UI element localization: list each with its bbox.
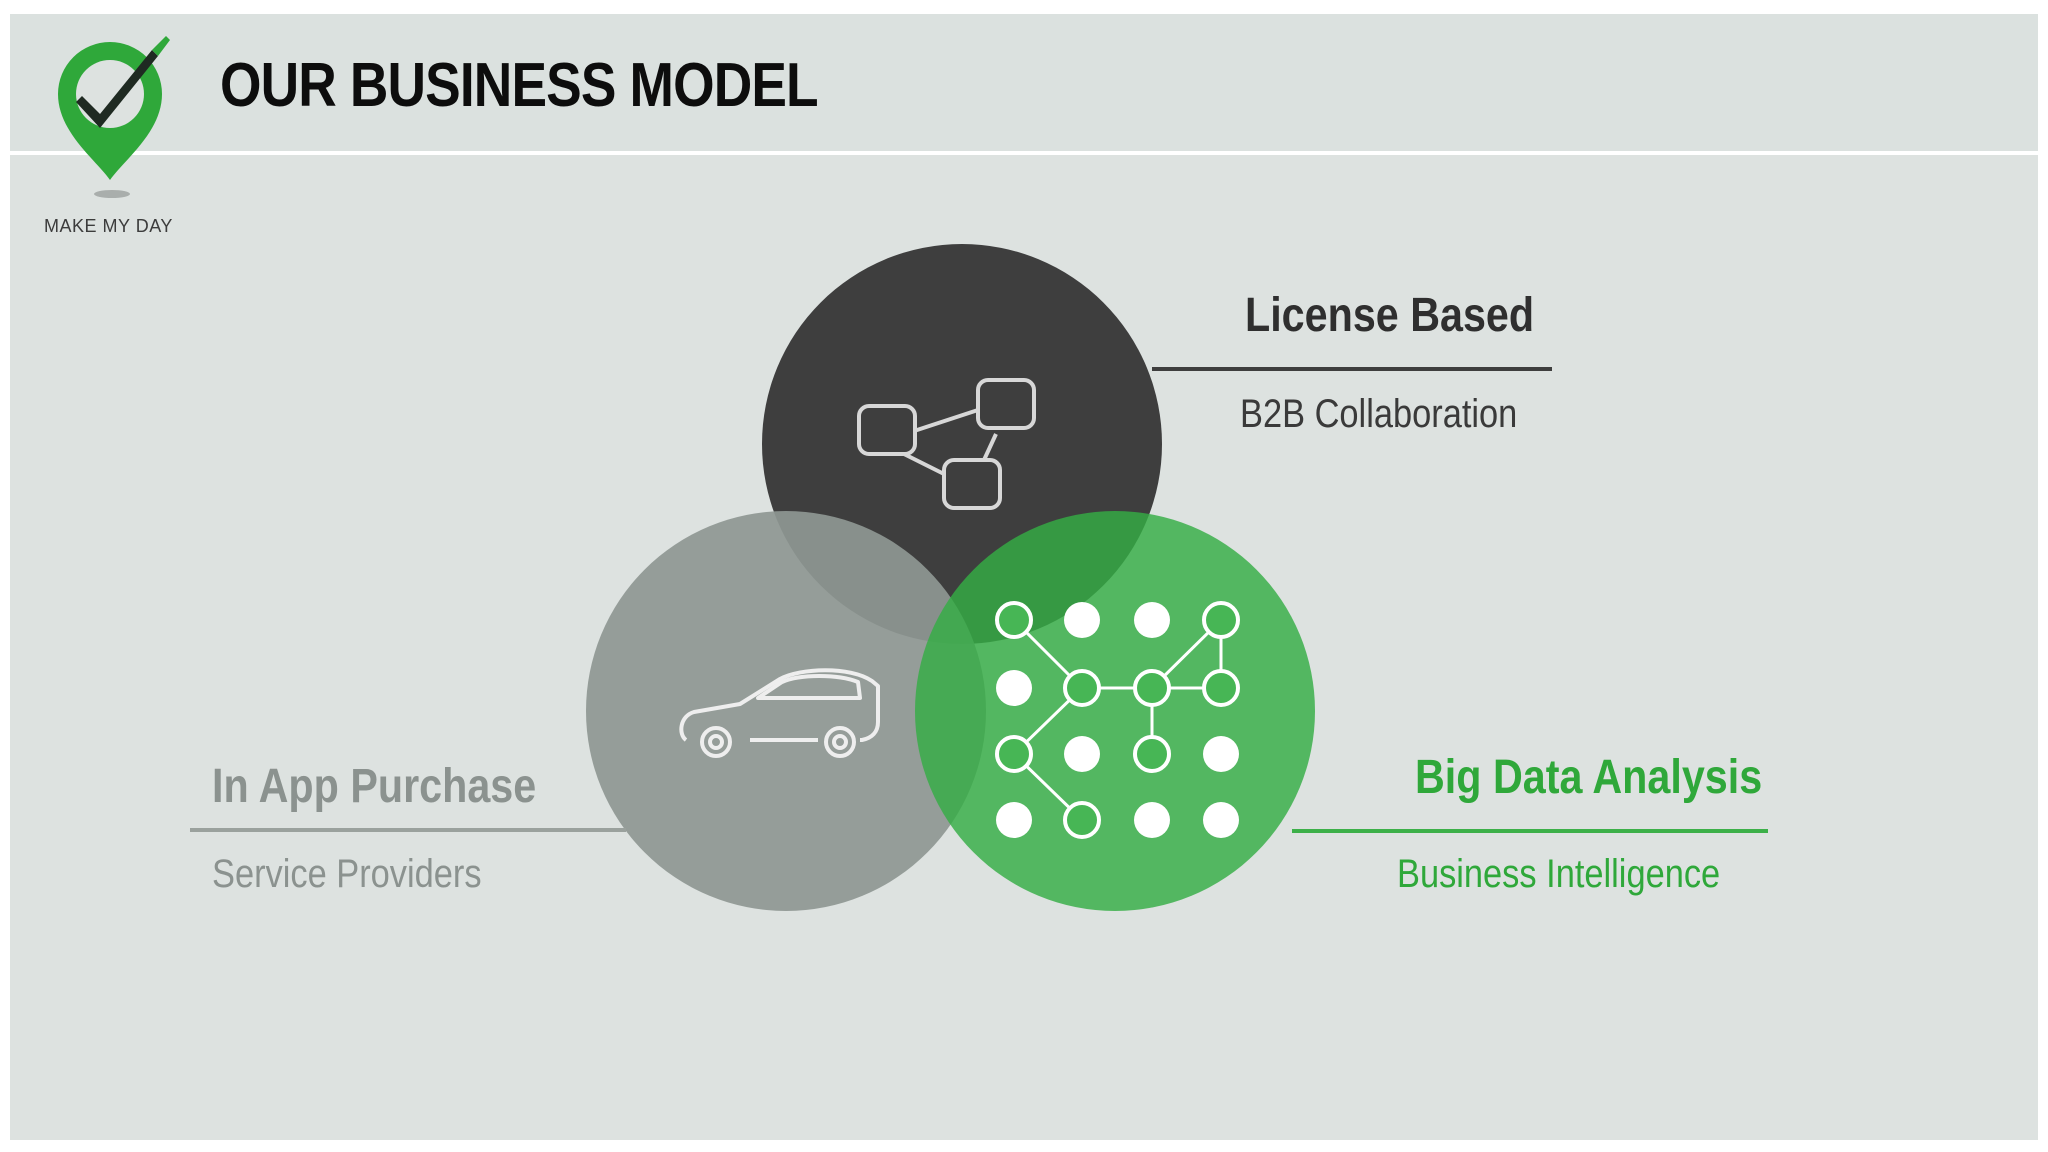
in-app-rule bbox=[190, 828, 626, 832]
big-data-rule bbox=[1292, 829, 1768, 833]
in-app-title: In App Purchase bbox=[212, 760, 537, 813]
data-network-icon bbox=[995, 601, 1240, 839]
logo: MAKE MY DAY bbox=[44, 32, 176, 236]
big-data-subtitle: Business Intelligence bbox=[1397, 852, 1721, 896]
in-app-circle bbox=[586, 511, 986, 911]
big-data-circle bbox=[915, 511, 1315, 911]
license-rule bbox=[1152, 367, 1552, 371]
car-icon bbox=[679, 668, 880, 758]
license-subtitle: B2B Collaboration bbox=[1240, 392, 1518, 436]
page-title: OUR BUSINESS MODEL bbox=[220, 51, 819, 120]
header-band bbox=[10, 14, 2038, 151]
venn-diagram bbox=[586, 244, 1315, 911]
slide: MAKE MY DAY OUR BUSINESS MODEL bbox=[10, 14, 2038, 1140]
header-divider bbox=[10, 151, 2038, 155]
license-title: License Based bbox=[1245, 289, 1535, 342]
logo-text: MAKE MY DAY bbox=[44, 216, 173, 236]
map-pin-check-icon bbox=[58, 36, 170, 198]
in-app-subtitle: Service Providers bbox=[212, 852, 482, 896]
big-data-title: Big Data Analysis bbox=[1415, 751, 1763, 804]
connected-nodes-icon bbox=[857, 378, 1036, 510]
